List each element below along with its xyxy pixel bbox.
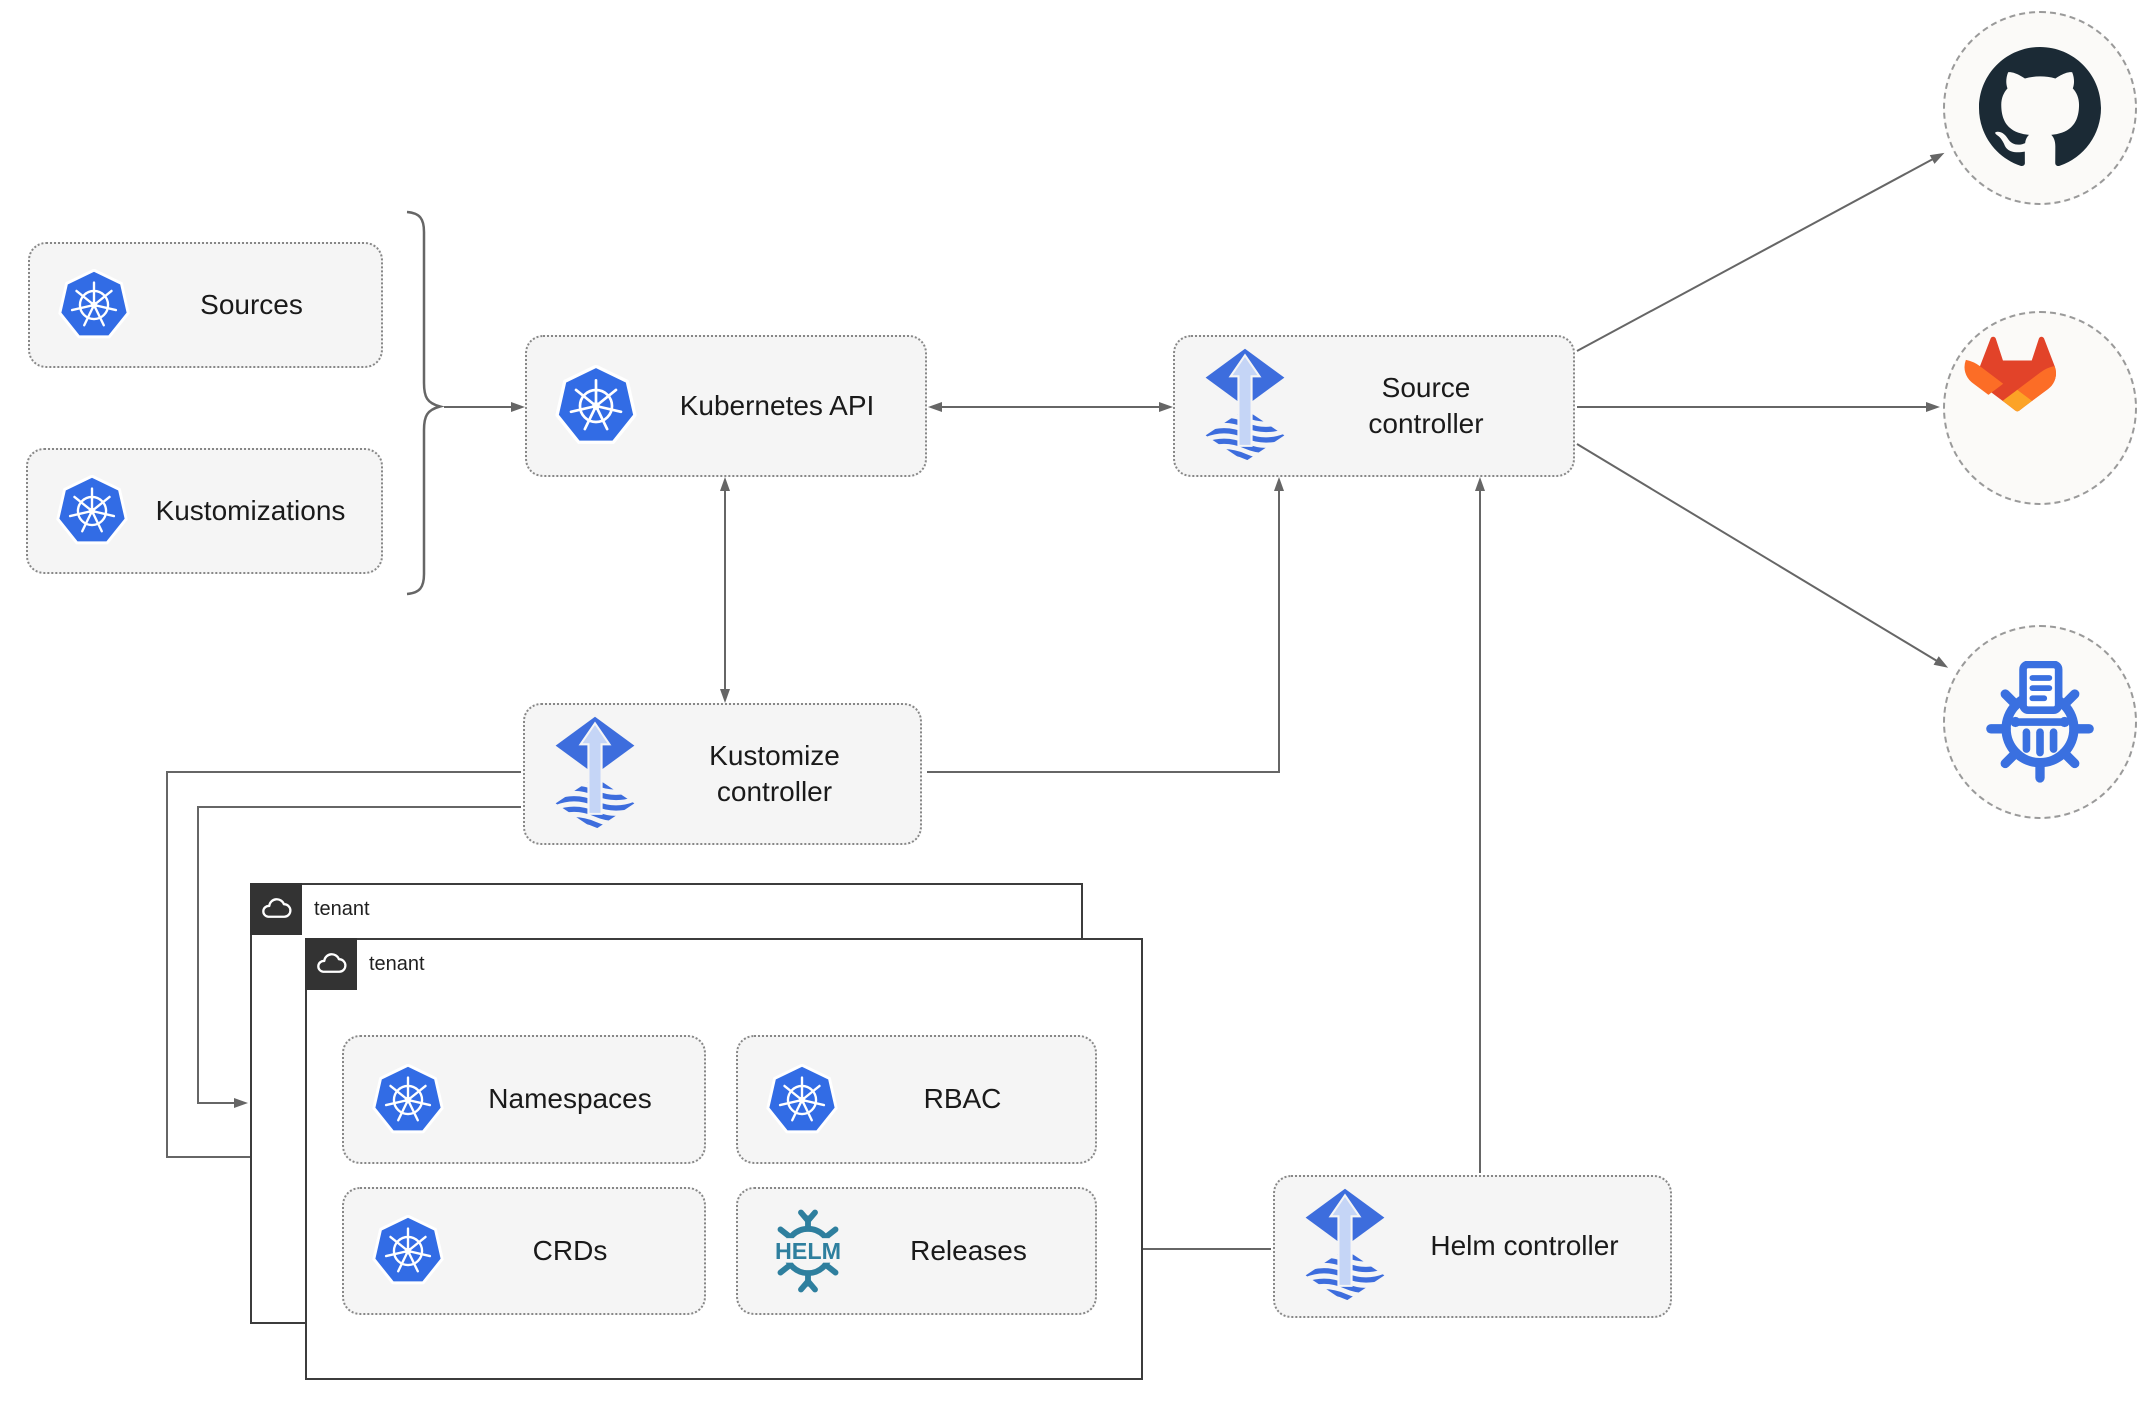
flux-icon: [1203, 346, 1287, 467]
tenant-tab: [250, 883, 302, 935]
svg-text:HELM: HELM: [775, 1238, 841, 1264]
tenant-container-front: tenant Namespaces RBAC CRDs: [305, 938, 1143, 1380]
node-label: Source controller: [1368, 371, 1484, 439]
remote-helm-repository: [1943, 625, 2137, 819]
node-kubernetes-api: Kubernetes API: [525, 335, 927, 477]
helm-icon: HELM: [766, 1209, 850, 1293]
remote-gitlab: [1943, 311, 2137, 505]
node-crds: CRDs: [342, 1187, 706, 1315]
node-namespaces: Namespaces: [342, 1035, 706, 1164]
node-label: CRDs: [532, 1234, 608, 1266]
node-helm-controller: Helm controller: [1273, 1175, 1672, 1318]
cloud-icon: [313, 951, 349, 978]
flux-icon: [1303, 1186, 1387, 1307]
node-label: Kubernetes API: [679, 389, 875, 421]
node-label: Helm controller: [1430, 1230, 1619, 1262]
node-label: RBAC: [923, 1083, 1002, 1115]
gitlab-icon: [1955, 323, 2125, 493]
remote-github: [1943, 11, 2137, 205]
node-kustomizations: Kustomizations: [26, 448, 383, 574]
node-source-controller: Source controller: [1173, 335, 1575, 477]
grouping-bracket: [406, 210, 445, 596]
node-rbac: RBAC: [736, 1035, 1097, 1164]
node-kustomize-controller: Kustomize controller: [523, 703, 922, 845]
edge-kustomize-controller-to-source-controller: [927, 477, 1284, 773]
edge-source-controller-to-github: [1576, 152, 1945, 352]
edge-kustomize-controller-to-tenant-back: [197, 806, 521, 1108]
node-releases: HELM Releases: [736, 1187, 1097, 1315]
flux-icon: [553, 714, 637, 835]
cloud-icon: [258, 896, 294, 923]
kubernetes-icon: [372, 1064, 444, 1136]
helm-repository-icon: [1979, 661, 2101, 783]
kubernetes-icon: [372, 1215, 444, 1287]
node-label: Kustomize controller: [709, 739, 840, 807]
edge-kustomize-controller-to-tenant-front: [166, 771, 521, 1162]
kubernetes-icon: [766, 1064, 838, 1136]
node-sources: Sources: [28, 242, 383, 368]
node-label: Sources: [200, 288, 303, 320]
edge-source-controller-to-helm-repository: [1576, 443, 1949, 668]
github-icon: [1979, 47, 2101, 169]
kubernetes-icon: [58, 269, 130, 341]
node-label: Namespaces: [488, 1083, 652, 1115]
tenant-label: tenant: [314, 897, 370, 920]
node-label: Releases: [910, 1234, 1027, 1266]
tenant-tab: [305, 938, 357, 990]
kubernetes-icon: [56, 475, 128, 547]
node-label: Kustomizations: [155, 494, 346, 526]
kubernetes-icon: [555, 365, 637, 447]
tenant-label: tenant: [369, 952, 425, 975]
